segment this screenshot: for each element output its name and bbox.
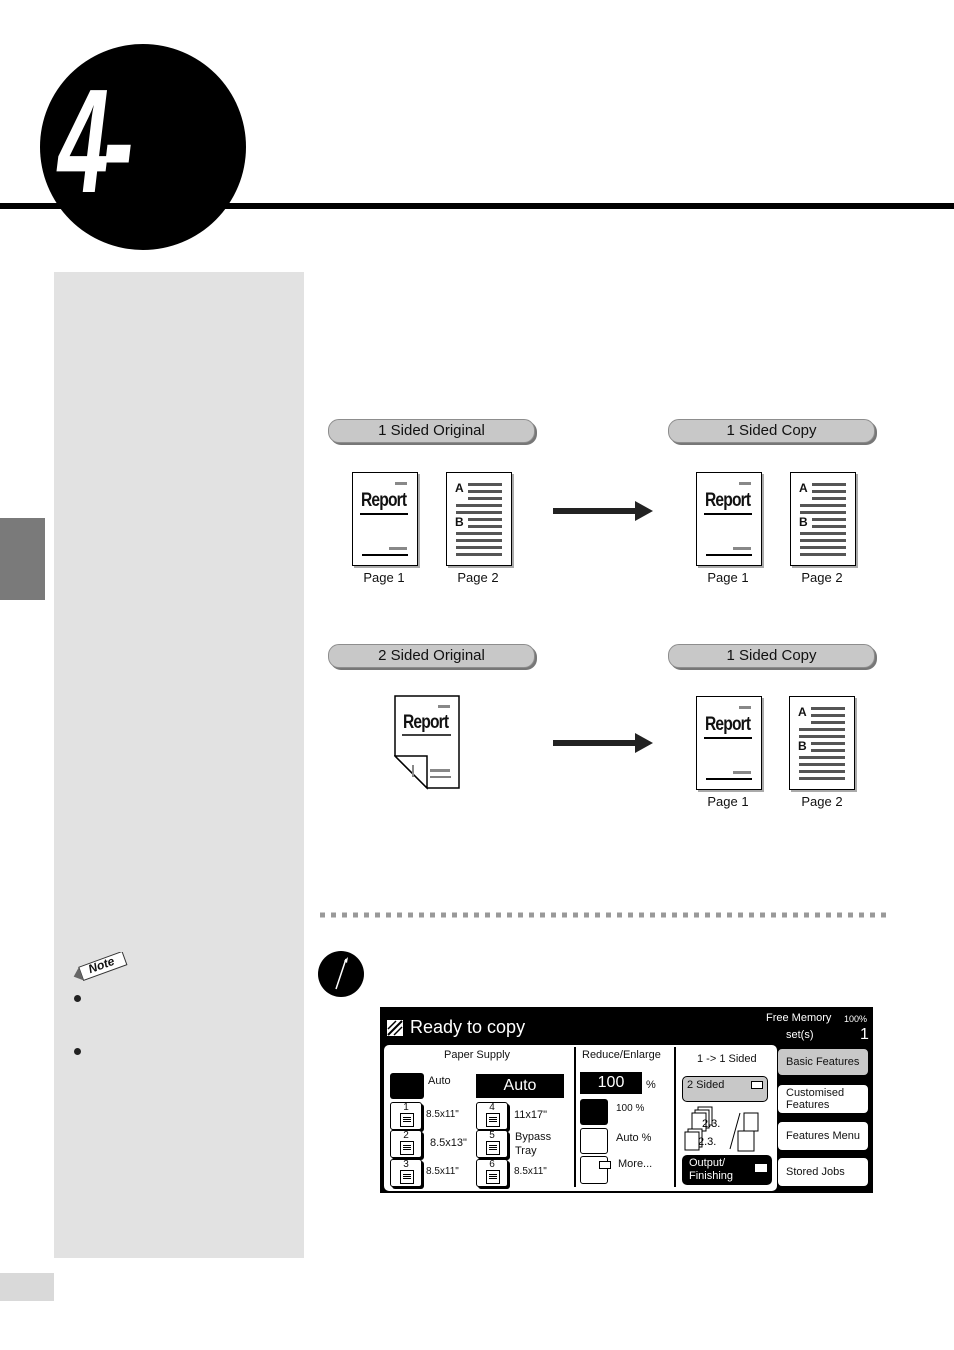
label-2-sided-original: 2 Sided Original [328, 644, 535, 668]
page-caption: Page 2 [801, 794, 843, 809]
zoom-100-label: 100 % [616, 1103, 645, 1114]
sets-label: set(s) [786, 1029, 814, 1041]
stored-jobs-tab[interactable]: Stored Jobs [777, 1157, 869, 1187]
svg-text:2.3.: 2.3. [702, 1118, 720, 1130]
zoom-value-display: 100 [580, 1072, 642, 1094]
tray-size-label: 8.5x11" [426, 1109, 459, 1120]
arrow-icon [553, 733, 653, 753]
memory-percent: 100% [844, 1014, 868, 1024]
tray-4-button[interactable]: 4 [476, 1102, 508, 1130]
tray-3-button[interactable]: 3 [390, 1159, 422, 1187]
bullet-icon [74, 1048, 81, 1055]
doc-text-page: A B [446, 472, 512, 566]
label-1-sided-original: 1 Sided Original [328, 419, 535, 443]
customised-features-tab[interactable]: Customised Features [777, 1084, 869, 1114]
two-sided-button[interactable]: 2 Sided [682, 1076, 768, 1102]
page-caption: Page 1 [363, 570, 405, 585]
doc-report-page: Report [696, 696, 762, 790]
bullet-icon [74, 995, 81, 1002]
doc-text-page: A B [790, 472, 856, 566]
page-caption: Page 1 [707, 794, 749, 809]
list-icon [599, 1161, 611, 1169]
copier-icon [387, 1020, 403, 1036]
auto-paper-display: Auto [476, 1074, 564, 1098]
doc-text-page: A B [789, 696, 855, 790]
arrow-icon [553, 501, 653, 521]
tray-6-button[interactable]: 6 [476, 1159, 508, 1187]
copier-ui-panel: Ready to copy Free Memory 100% set(s) 1 … [380, 1007, 873, 1193]
chapter-badge [40, 44, 246, 250]
column-divider [674, 1047, 676, 1187]
pen-icon [318, 951, 364, 997]
list-icon [751, 1081, 763, 1089]
tray-5-button[interactable]: 5 [476, 1130, 508, 1158]
page-number-tab [0, 1273, 54, 1301]
reduce-enlarge-header: Reduce/Enlarge [582, 1049, 661, 1061]
doc-report-page: Report [352, 472, 418, 566]
tray-size-label: Bypass Tray [515, 1131, 552, 1157]
output-finishing-button[interactable]: Output/ Finishing [682, 1155, 772, 1185]
doc-two-sided-page: Report [394, 695, 462, 791]
sided-mode-header: 1 -> 1 Sided [697, 1053, 757, 1065]
tray-size-label: 8.5x11" [426, 1166, 459, 1177]
auto-zoom-label: Auto % [616, 1132, 652, 1144]
page-caption: Page 2 [801, 570, 843, 585]
page-caption: Page 1 [707, 570, 749, 585]
more-zoom-label: More... [618, 1158, 653, 1170]
tray-size-label: 11x17" [514, 1109, 548, 1121]
page-caption: Page 2 [457, 570, 499, 585]
doc-report-page: Report [696, 472, 762, 566]
auto-paper-label: Auto [428, 1075, 451, 1087]
zoom-100-button[interactable] [580, 1099, 608, 1125]
free-memory-label: Free Memory [766, 1012, 832, 1024]
auto-paper-button[interactable] [390, 1073, 424, 1099]
more-zoom-button[interactable] [580, 1156, 611, 1184]
ui-status-title: Ready to copy [410, 1017, 526, 1037]
note-icon [73, 952, 128, 982]
basic-features-tab[interactable]: Basic Features [777, 1048, 869, 1076]
section-tab [0, 518, 45, 600]
dotted-divider [320, 912, 886, 918]
list-icon [755, 1164, 767, 1172]
paper-supply-header: Paper Supply [444, 1049, 511, 1061]
sets-value: 1 [860, 1026, 869, 1043]
tray-size-label: 8.5x13" [430, 1137, 467, 1149]
features-menu-tab[interactable]: Features Menu [777, 1121, 869, 1151]
column-divider [574, 1047, 576, 1187]
auto-zoom-button[interactable] [580, 1128, 608, 1154]
tray-size-label: 8.5x11" [514, 1166, 547, 1177]
header-rule [0, 203, 954, 209]
zoom-unit: % [646, 1079, 656, 1091]
label-1-sided-copy: 1 Sided Copy [668, 644, 875, 668]
label-1-sided-copy: 1 Sided Copy [668, 419, 875, 443]
collate-icon: 2.3. 2.3. [684, 1106, 759, 1152]
tray-1-button[interactable]: 1 [390, 1102, 422, 1130]
svg-text:2.3.: 2.3. [698, 1136, 716, 1148]
sidebar-panel [54, 272, 304, 1258]
tray-2-button[interactable]: 2 [390, 1130, 422, 1158]
chapter-number: 4-5 [58, 59, 133, 382]
copy-settings-panel: Paper Supply Auto Auto 1 8.5x11" 2 8.5x1… [383, 1044, 778, 1192]
